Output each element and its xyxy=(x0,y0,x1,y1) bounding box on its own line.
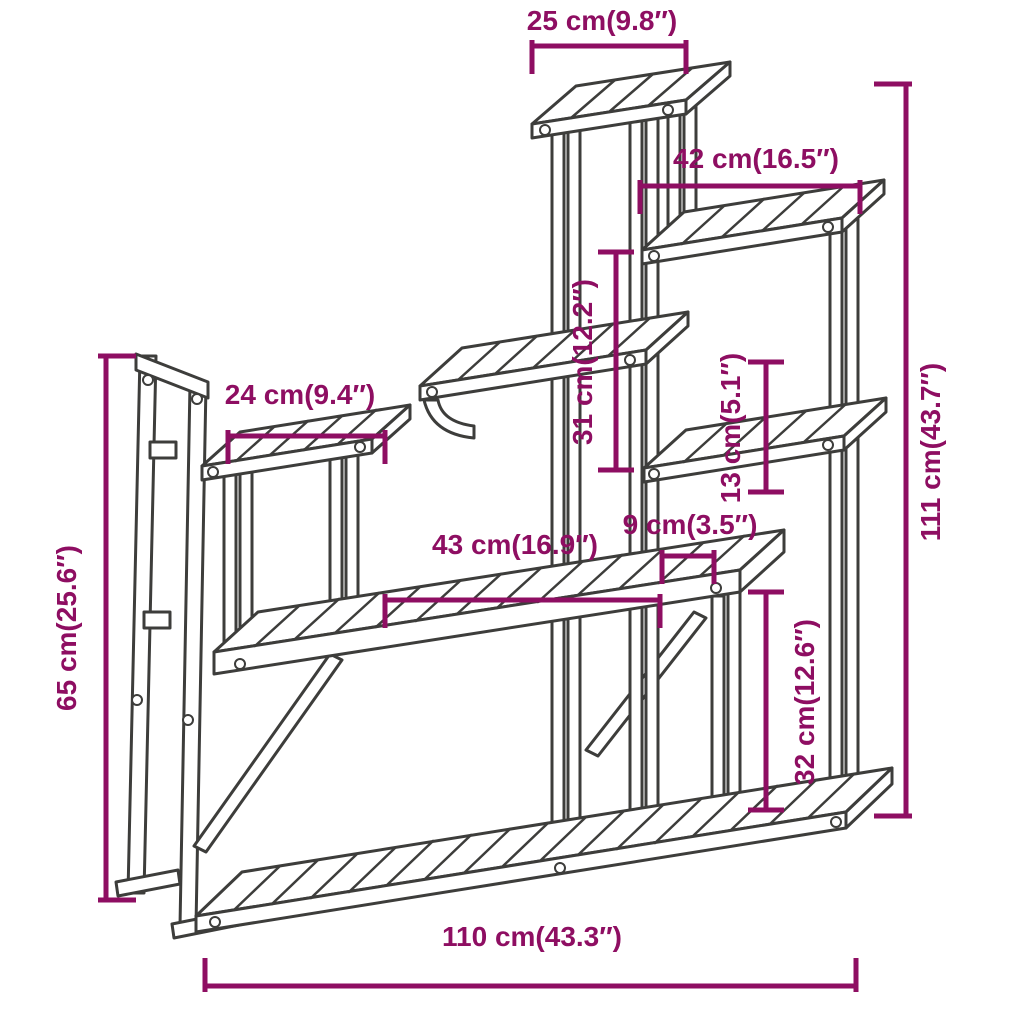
dim-total-width-label: 110 cm(43.3″) xyxy=(442,921,622,952)
dim-total-width: 110 cm(43.3″) xyxy=(202,921,859,992)
curved-bracket xyxy=(422,398,476,440)
dim-mid-gap-height-label: 31 cm(12.2″) xyxy=(567,279,598,445)
dim-right-gap-height-label: 13 cm(5.1″) xyxy=(715,353,746,503)
dim-bottom-gap-height-label: 32 cm(12.6″) xyxy=(789,619,820,785)
dim-left-frame-height: 65 cm(25.6″) xyxy=(51,353,136,903)
bottom-shelf xyxy=(194,766,894,934)
dim-left-frame-height-label: 65 cm(25.6″) xyxy=(51,545,82,711)
shelf-tier-2 xyxy=(212,528,786,676)
frame-bracket xyxy=(142,610,172,630)
dim-left-shelf-width-label: 24 cm(9.4″) xyxy=(225,379,375,410)
dim-upper-shelf-width-label: 42 cm(16.5″) xyxy=(673,143,839,174)
dim-upper-shelf-width: 42 cm(16.5″) xyxy=(637,143,863,214)
dim-middle-shelf-width: 43 cm(16.9″) xyxy=(382,529,663,628)
right-upper-shelf xyxy=(640,178,886,266)
top-shelf xyxy=(530,60,732,140)
left-frame xyxy=(114,352,246,940)
dim-middle-shelf-width-label: 43 cm(16.9″) xyxy=(432,529,598,560)
dim-top-shelf-width: 25 cm(9.8″) xyxy=(527,5,689,74)
left-shelf xyxy=(200,403,412,482)
dim-post-gap-width-label: 9 cm(3.5″) xyxy=(623,509,758,540)
dim-right-gap-height: 13 cm(5.1″) xyxy=(715,353,784,503)
dim-post-gap-width: 9 cm(3.5″) xyxy=(623,509,758,584)
dimension-annotations: 25 cm(9.8″) 42 cm(16.5″) 31 cm(12.2″) 13… xyxy=(51,5,946,992)
dim-top-shelf-width-label: 25 cm(9.8″) xyxy=(527,5,677,36)
frame-bracket xyxy=(148,440,178,460)
middle-shelf xyxy=(418,310,690,440)
dim-left-shelf-width: 24 cm(9.4″) xyxy=(225,379,388,464)
plant-stand-drawing xyxy=(114,60,894,940)
dim-bottom-gap-height: 32 cm(12.6″) xyxy=(748,589,820,813)
screws xyxy=(131,104,842,928)
dim-total-height-label: 111 cm(43.7″) xyxy=(915,363,946,541)
dim-mid-gap-height: 31 cm(12.2″) xyxy=(567,249,634,473)
dim-total-height: 111 cm(43.7″) xyxy=(874,81,946,819)
